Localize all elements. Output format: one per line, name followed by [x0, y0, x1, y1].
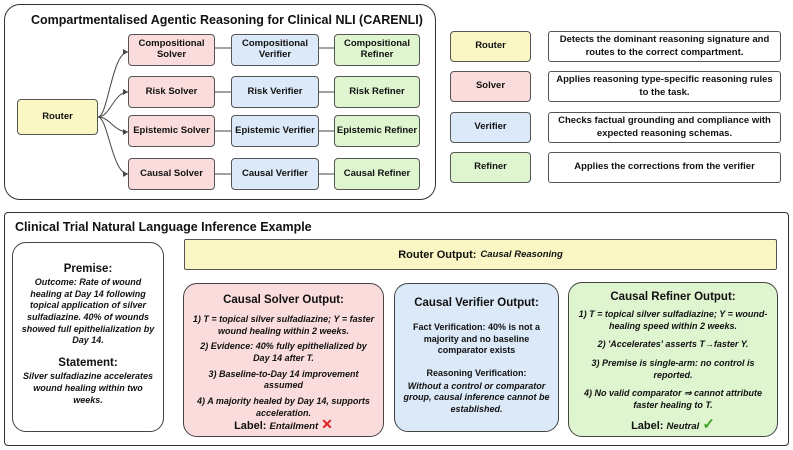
solver-label-line: Label: Entailment ✕ — [184, 416, 383, 433]
epistemic-refiner-node: Epistemic Refiner — [334, 115, 420, 147]
architecture-title: Compartmentalised Agentic Reasoning for … — [31, 13, 423, 27]
statement-text: Silver sulfadiazine accelerates wound he… — [22, 371, 154, 405]
legend-router-swatch: Router — [450, 31, 531, 62]
causal-refiner-output-card: Causal Refiner Output: 1) T = topical si… — [568, 282, 778, 437]
refiner-step-1: 1) T = topical silver sulfadiazine; Y = … — [578, 309, 768, 331]
causal-solver-output-card: Causal Solver Output: 1) T = topical sil… — [183, 283, 384, 437]
premise-statement-card: Premise: Outcome: Rate of wound healing … — [12, 242, 164, 432]
solver-label-prefix: Label: — [234, 420, 267, 432]
solver-step-3: 3) Baseline-to-Day 14 improvement assume… — [208, 368, 359, 391]
refiner-label-value: Neutral — [666, 421, 700, 432]
reasoning-verification-text: Without a control or comparator group, c… — [403, 380, 550, 415]
risk-refiner-node: Risk Refiner — [334, 76, 420, 108]
risk-solver-node: Risk Solver — [128, 76, 215, 108]
check-icon: ✓ — [702, 416, 715, 433]
example-title: Clinical Trial Natural Language Inferenc… — [15, 220, 312, 234]
solver-label-value: Entailment — [269, 421, 319, 432]
router-output-bar: Router Output: Causal Reasoning — [184, 239, 777, 270]
solver-step-2: 2) Evidence: 40% fully epithelialized by… — [200, 341, 367, 364]
legend-solver-description: Applies reasoning type-specific reasonin… — [548, 71, 781, 102]
compositional-solver-node: Compositional Solver — [128, 34, 215, 66]
router-output-label: Router Output: — [398, 248, 477, 261]
epistemic-solver-node: Epistemic Solver — [128, 115, 215, 147]
refiner-output-title: Causal Refiner Output: — [610, 291, 736, 303]
solver-step-4: 4) A majority healed by Day 14, supports… — [197, 396, 370, 418]
solver-step-1: 1) T = topical silver sulfadiazine; Y = … — [192, 314, 375, 336]
fact-verification-text: Fact Verification: 40% is not a majority… — [412, 322, 541, 356]
epistemic-verifier-node: Epistemic Verifier — [231, 115, 319, 147]
legend-router-description: Detects the dominant reasoning signature… — [548, 31, 781, 62]
solver-output-title: Causal Solver Output: — [223, 294, 344, 306]
risk-verifier-node: Risk Verifier — [231, 76, 319, 108]
refiner-label-prefix: Label: — [631, 420, 664, 432]
causal-verifier-node: Causal Verifier — [231, 158, 319, 190]
cross-icon: ✕ — [321, 416, 333, 432]
compositional-verifier-node: Compositional Verifier — [231, 34, 319, 66]
causal-refiner-node: Causal Refiner — [334, 158, 420, 190]
premise-heading: Premise: — [63, 263, 113, 275]
causal-solver-node: Causal Solver — [128, 158, 215, 190]
reasoning-verification-heading: Reasoning Verification: — [426, 368, 527, 379]
refiner-label-line: Label: Neutral ✓ — [569, 415, 777, 433]
router-output-value: Causal Reasoning — [480, 249, 563, 260]
refiner-step-2: 2) 'Accelerates' asserts T→faster Y. — [597, 339, 749, 350]
legend-refiner-description: Applies the corrections from the verifie… — [548, 152, 781, 183]
legend-solver-swatch: Solver — [450, 71, 531, 102]
premise-text: Outcome: Rate of wound healing at Day 14… — [21, 277, 155, 346]
verifier-output-title: Causal Verifier Output: — [414, 297, 539, 309]
legend-verifier-description: Checks factual grounding and compliance … — [548, 112, 781, 143]
legend-refiner-swatch: Refiner — [450, 152, 531, 183]
statement-heading: Statement: — [58, 357, 118, 370]
router-to-compositional-arrow — [97, 51, 129, 118]
router-node: Router — [17, 99, 98, 135]
refiner-step-3: 3) Premise is single-arm: no control is … — [591, 358, 755, 380]
legend-verifier-swatch: Verifier — [450, 112, 531, 143]
refiner-step-4: 4) No valid comparator ⇒ cannot attribut… — [583, 388, 763, 411]
compositional-refiner-node: Compositional Refiner — [334, 34, 420, 66]
causal-verifier-output-card: Causal Verifier Output: Fact Verificatio… — [394, 283, 559, 432]
